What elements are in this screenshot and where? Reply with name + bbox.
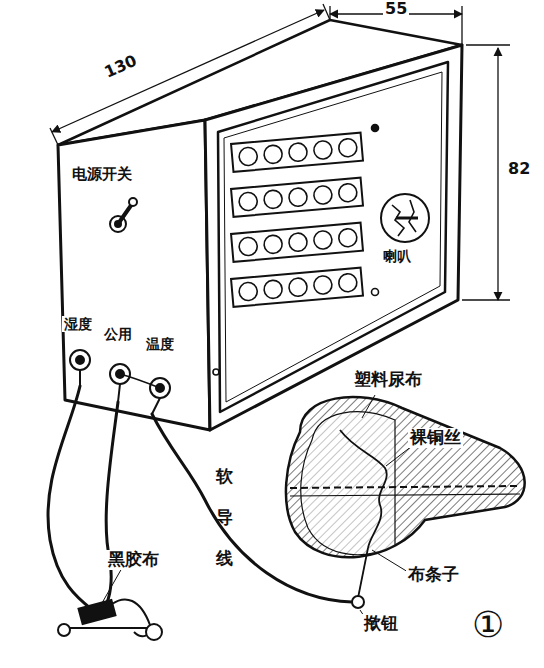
part-label: 黑胶布 xyxy=(106,550,161,570)
speaker-symbol xyxy=(213,125,429,376)
dimension-value: 130 xyxy=(100,51,142,83)
jack-terminals xyxy=(70,350,170,414)
part-label: 布条子 xyxy=(406,565,461,585)
copper-wire xyxy=(340,430,387,608)
safety-pin xyxy=(58,599,162,640)
jack-label: 公用 xyxy=(102,326,134,342)
speaker-label: 喇叭 xyxy=(381,248,413,264)
part-label: 塑料尿布 xyxy=(352,370,424,390)
part-label: 裸铜丝 xyxy=(408,428,463,448)
jack-label: 温度 xyxy=(144,336,176,352)
plastic-diaper xyxy=(286,397,525,557)
part-label: 揿钮 xyxy=(362,614,400,634)
switch-label: 电源开关 xyxy=(70,166,134,183)
power-switch xyxy=(110,198,137,232)
figure-number: ① xyxy=(470,604,506,645)
dimension-value: 82 xyxy=(506,160,532,178)
device-housing xyxy=(58,20,462,430)
indicator-panel xyxy=(231,133,363,307)
leader-lines xyxy=(102,395,412,616)
jack-label: 湿度 xyxy=(62,316,94,332)
dimension-value: 55 xyxy=(383,0,409,18)
wire-label: 软导线 xyxy=(214,456,235,578)
